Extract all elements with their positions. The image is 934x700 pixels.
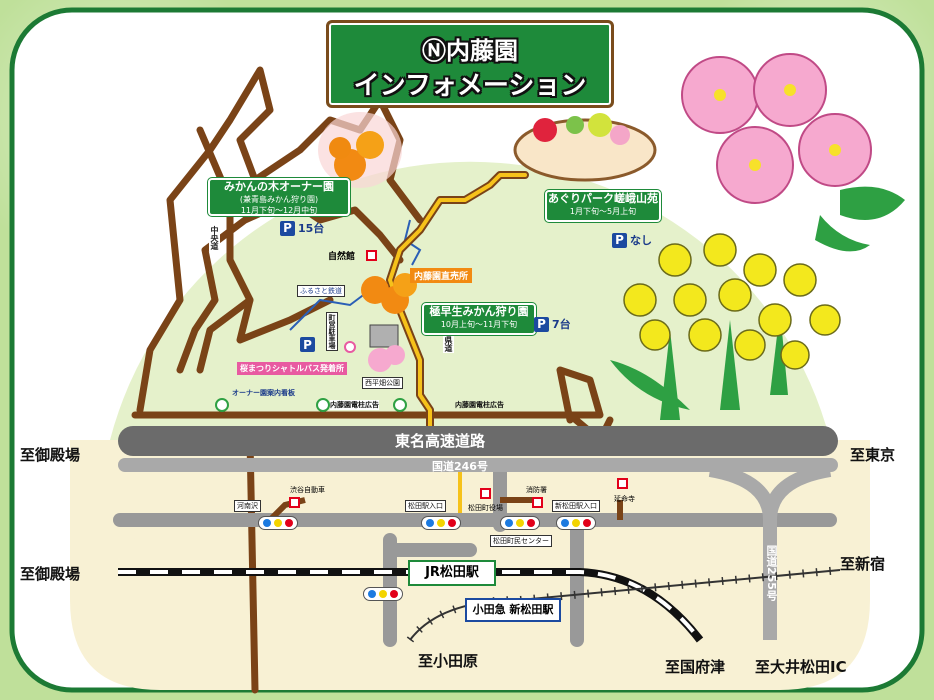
parking-7-count: 7台 [552,318,571,331]
enmeiji-marker [617,478,628,489]
parking-none: P なし [612,232,652,248]
nishihira-label: 西平畑公園 [362,377,403,389]
mikan-owner-title: みかんの木オーナー園 [224,180,334,193]
shibusawa-marker [289,497,300,508]
aguri-flowers [513,113,657,182]
matsuda-iriguchi-label: 松田駅入口 [405,500,446,512]
tomei-expressway-label: 東名高速道路 [395,432,486,450]
traffic-signal [556,516,596,530]
traffic-signal [421,516,461,530]
dest-tokyo: 至東京 [850,446,896,464]
owner-sign-label: オーナー園案内看板 [232,389,295,397]
parking-none-count: なし [630,234,652,247]
traffic-signal [500,516,540,530]
title-box: Ⓝ内藤園 インフォメーション [326,20,614,108]
furusato-label: ふるさと鉄道 [297,285,345,297]
mikan-owner-sub: (兼青島みかん狩り園) [239,195,319,204]
dest-gotemba-rail: 至御殿場 [20,565,81,583]
shin-matsuda-station: 小田急 新松田駅 [465,598,561,622]
parking-icon: P [612,232,627,248]
shobo-label: 消防署 [526,486,547,494]
parking-7: P 7台 [534,316,571,332]
yakuba-label: 松田町役場 [468,504,503,512]
mikan-owner-garden: みかんの木オーナー園 (兼青島みかん狩り園) 11月下旬～12月中旬 [208,178,350,216]
dest-kozu: 至国府津 [665,658,726,676]
parking-icon: P [280,220,295,236]
pole-ad1-label: 内藤園電柱広告 [330,400,379,410]
kawaminami-label: 河南沢 [234,500,261,512]
cho-parking-label: 町営駐車場 [326,312,338,351]
title-line2: インフォメーション [353,71,587,101]
yakuba-marker [480,488,491,499]
traffic-signal [363,587,403,601]
parking-icon: P [300,337,315,352]
wase-title: 極早生みかん狩り園 [429,305,529,318]
route255-label: 国道255号 [765,545,778,601]
wase-period: 10月上旬～11月下旬 [440,320,518,329]
route246-label: 国道246号 [432,460,488,473]
shibusawa-label: 渋谷自動車 [290,486,325,494]
aguri-park: あぐりパーク嵯峨山苑 1月下旬～5月上旬 [545,190,661,222]
parking-icon: P [534,316,549,332]
sakura-cluster [681,53,905,252]
sakura-bus-label: 桜まつりシャトルバス発着所 [237,362,347,375]
dest-oi-ic: 至大井松田IC [755,658,847,676]
pole-ad2-label: 内藤園電柱広告 [455,401,504,409]
shizenkan-marker [366,250,377,261]
building-icons [368,324,405,372]
vertical-road-kenmin: 県道 [443,335,454,353]
jr-matsuda-station: JR松田駅 [408,560,496,586]
parking-town: P [300,337,315,352]
traffic-signal [258,516,298,530]
dest-shinjuku: 至新宿 [840,555,886,573]
aguri-period: 1月下旬～5月上旬 [569,207,637,216]
enmeiji-label: 延命寺 [614,495,635,503]
dest-gotemba-top: 至御殿場 [20,446,81,464]
chokubai-label: 内藤園直売所 [410,268,473,283]
shobo-marker [532,497,543,508]
shizenkan-label: 自然館 [328,252,356,262]
vertical-road-chuo: 中央道 [209,225,220,251]
title-line1: Ⓝ内藤園 [422,37,518,65]
wase-garden: 極早生みかん狩り園 10月上旬～11月下旬 [422,303,536,335]
parking-15: P 15台 [280,220,324,236]
shinmatsuda-iriguchi-label: 新松田駅入口 [552,500,600,512]
mikan-owner-period: 11月下旬～12月中旬 [240,206,318,215]
center-label: 松田町民センター [490,535,552,547]
nanohana-field [610,233,841,420]
dest-odawara: 至小田原 [418,652,479,670]
parking-15-count: 15台 [298,222,325,235]
aguri-title: あぐりパーク嵯峨山苑 [548,192,658,205]
